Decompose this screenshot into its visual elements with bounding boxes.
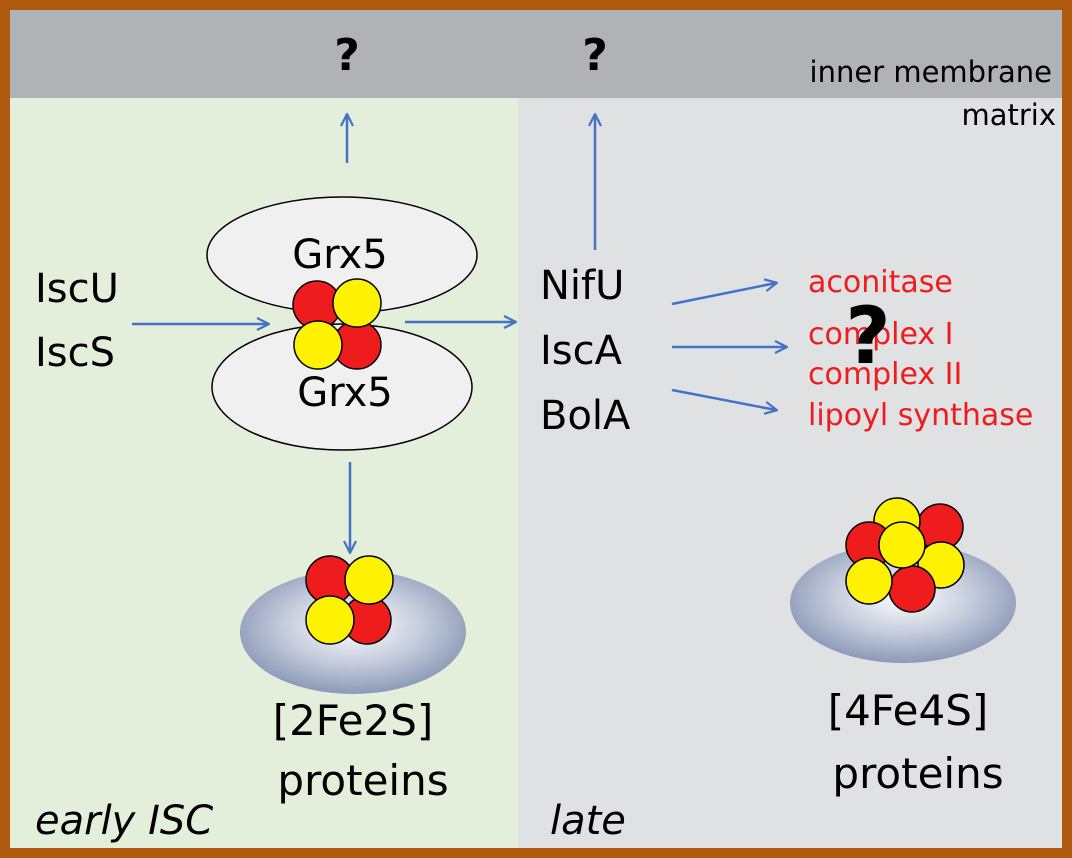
2fe2s-label: [2Fe2S] [273, 696, 434, 745]
target-aconitase: aconitase [808, 265, 953, 300]
targets-question-mark: ? [845, 292, 890, 382]
factor-bola: BolA [540, 393, 631, 439]
2fe2s-protein-cluster [305, 555, 394, 645]
grx5-bottom-label: Grx5 [297, 370, 393, 416]
inner-membrane-band [10, 10, 1062, 98]
grx5-2fe2s-cluster [292, 278, 382, 370]
input-iscs: IscS [35, 330, 115, 376]
inner-membrane-label: inner membrane [810, 55, 1052, 89]
4fe4s-proteins-label: proteins [832, 749, 1003, 798]
4fe4s-label: [4Fe4S] [828, 686, 989, 735]
early-isc-label: early ISC [35, 798, 213, 844]
membrane-question-left: ? [334, 30, 360, 81]
arrow-to-aconitase [671, 283, 776, 306]
target-complex-i: complex I [808, 317, 954, 352]
arrows [132, 115, 786, 552]
membrane-question-right: ? [582, 30, 608, 81]
factor-isca: IscA [540, 328, 623, 374]
late-label: late [550, 798, 626, 844]
target-complex-ii: complex II [808, 357, 962, 392]
grx5-bottom-ellipse [211, 323, 473, 451]
2fe2s-proteins-label: proteins [277, 756, 448, 805]
matrix-label: matrix [961, 98, 1056, 132]
input-iscu: IscU [35, 266, 119, 312]
4fe4s-protein-cluster [845, 497, 965, 613]
factor-nifu: NifU [540, 263, 624, 309]
target-lipoyl-synthase: lipoyl synthase [808, 398, 1033, 433]
late-isc-region [518, 98, 1062, 848]
grx5-top-label: Grx5 [292, 232, 388, 278]
arrow-to-lipoyl-synthase [671, 388, 776, 410]
